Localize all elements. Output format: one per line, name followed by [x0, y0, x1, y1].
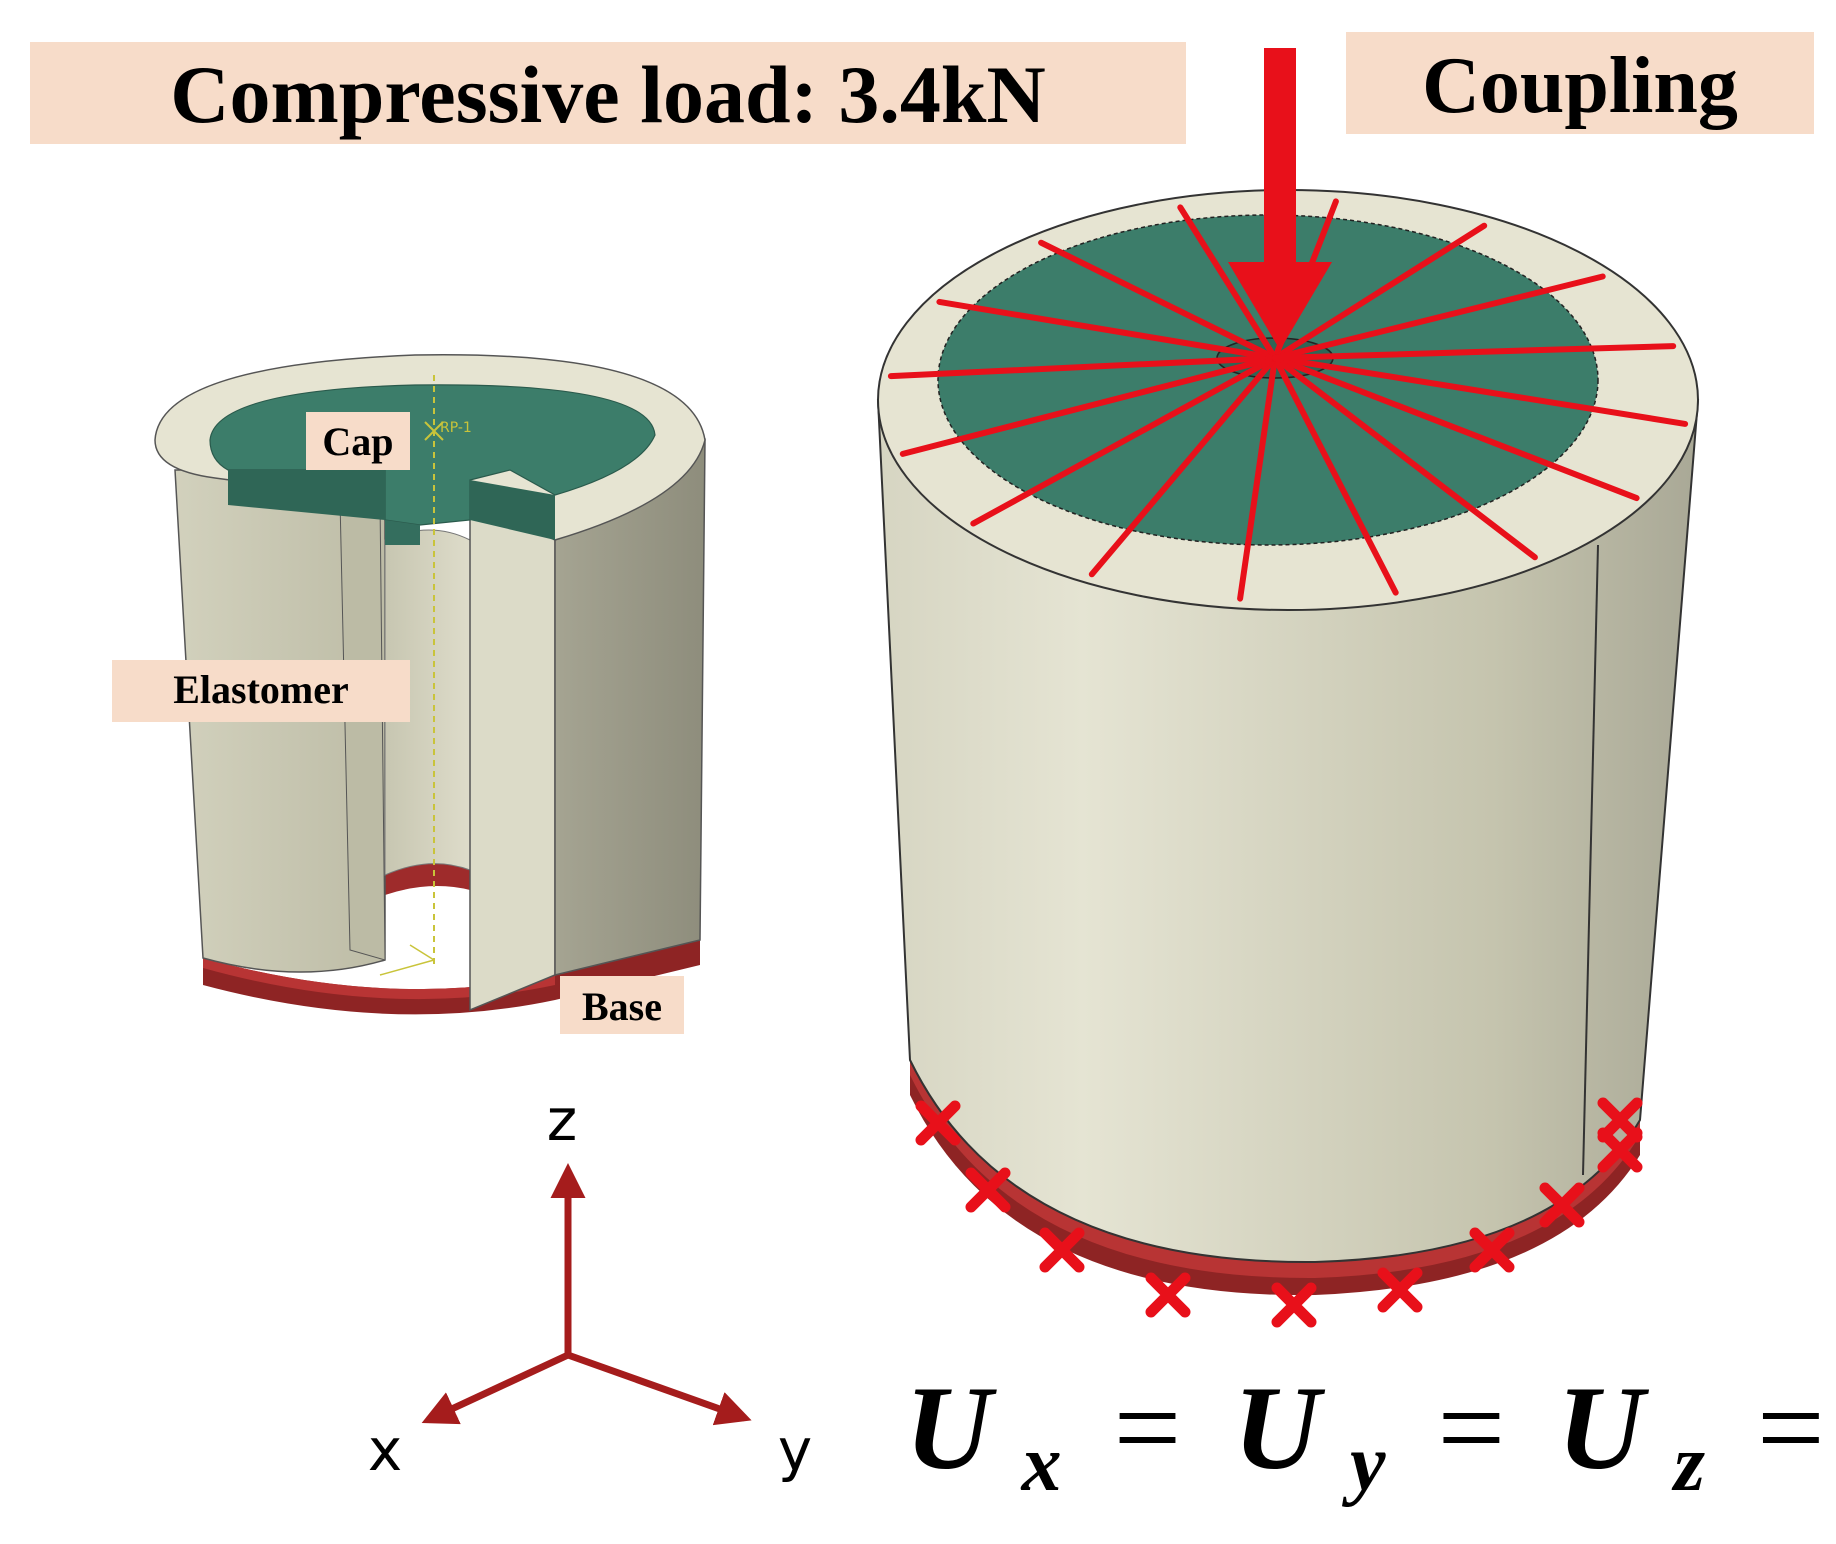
fixed-constraint-marker [915, 1100, 961, 1146]
fixed-constraint-marker [1597, 1097, 1643, 1143]
coupling-ray [1272, 355, 1689, 427]
coupling-ray [1088, 355, 1278, 578]
fixed-constraint-marker [1145, 1272, 1191, 1318]
coupling-ray [1272, 343, 1677, 361]
boundary-condition-equation: U x = U y = U z = 0 [905, 1361, 1836, 1516]
coupling-ray [970, 355, 1278, 527]
bc-u1: U [905, 1361, 997, 1494]
coupling-ray [887, 355, 1278, 380]
y-axis-label: y [778, 1416, 812, 1484]
coupling-banner: Coupling [1346, 32, 1814, 134]
load-banner: Compressive load: 3.4kN [30, 42, 1186, 144]
coupling-rays [887, 198, 1689, 602]
full-cylinder-model [876, 48, 1700, 1328]
coupling-ray [1272, 355, 1538, 561]
fixed-constraint-markers [915, 1097, 1643, 1328]
cutaway-model: RP-1 Cap Elastomer Base [112, 353, 706, 1034]
bc-u3-subscript: z [1671, 1420, 1705, 1508]
elastomer-label-text: Elastomer [173, 667, 349, 712]
fixed-constraint-marker [1377, 1267, 1423, 1313]
bc-u3: U [1557, 1361, 1649, 1494]
bc-equation-text: U x = U y = U z = 0 [905, 1361, 1836, 1516]
coupling-ray [1237, 355, 1278, 602]
coupling-ray [1038, 239, 1278, 361]
coupling-ray [1272, 355, 1640, 502]
fixed-constraint-marker [965, 1167, 1011, 1213]
load-arrow [1228, 48, 1332, 350]
reference-point-label: RP-1 [440, 420, 472, 436]
fixed-constraint-marker [1539, 1182, 1585, 1228]
coupling-ray [1272, 222, 1488, 361]
bc-u2-subscript: y [1341, 1420, 1386, 1508]
bc-u1-subscript: x [1021, 1420, 1062, 1508]
bc-eq1: = [1114, 1361, 1182, 1494]
fixed-constraint-marker [1271, 1282, 1317, 1328]
cap-label: Cap [306, 412, 410, 470]
cap-label-text: Cap [322, 419, 393, 464]
fixed-constraint-marker [1039, 1227, 1085, 1273]
x-axis-label: x [368, 1416, 402, 1484]
fixed-constraint-marker [1469, 1227, 1515, 1273]
coupling-ray [936, 298, 1278, 361]
base-label-text: Base [582, 984, 662, 1029]
coupling-ray [1177, 204, 1278, 361]
coupling-ray [899, 355, 1278, 457]
coupling-banner-text: Coupling [1422, 42, 1738, 130]
z-axis-label: z [547, 1086, 577, 1154]
coupling-ray [1272, 355, 1399, 596]
bc-eq2: = [1438, 1361, 1506, 1494]
base-label: Base [560, 976, 684, 1034]
elastomer-label: Elastomer [112, 660, 410, 722]
coupling-ray [1272, 273, 1606, 361]
bc-eq3: = [1757, 1361, 1825, 1494]
bc-u2: U [1233, 1361, 1325, 1494]
axis-triad: z x y [368, 1086, 812, 1484]
load-banner-text: Compressive load: 3.4kN [170, 49, 1045, 140]
